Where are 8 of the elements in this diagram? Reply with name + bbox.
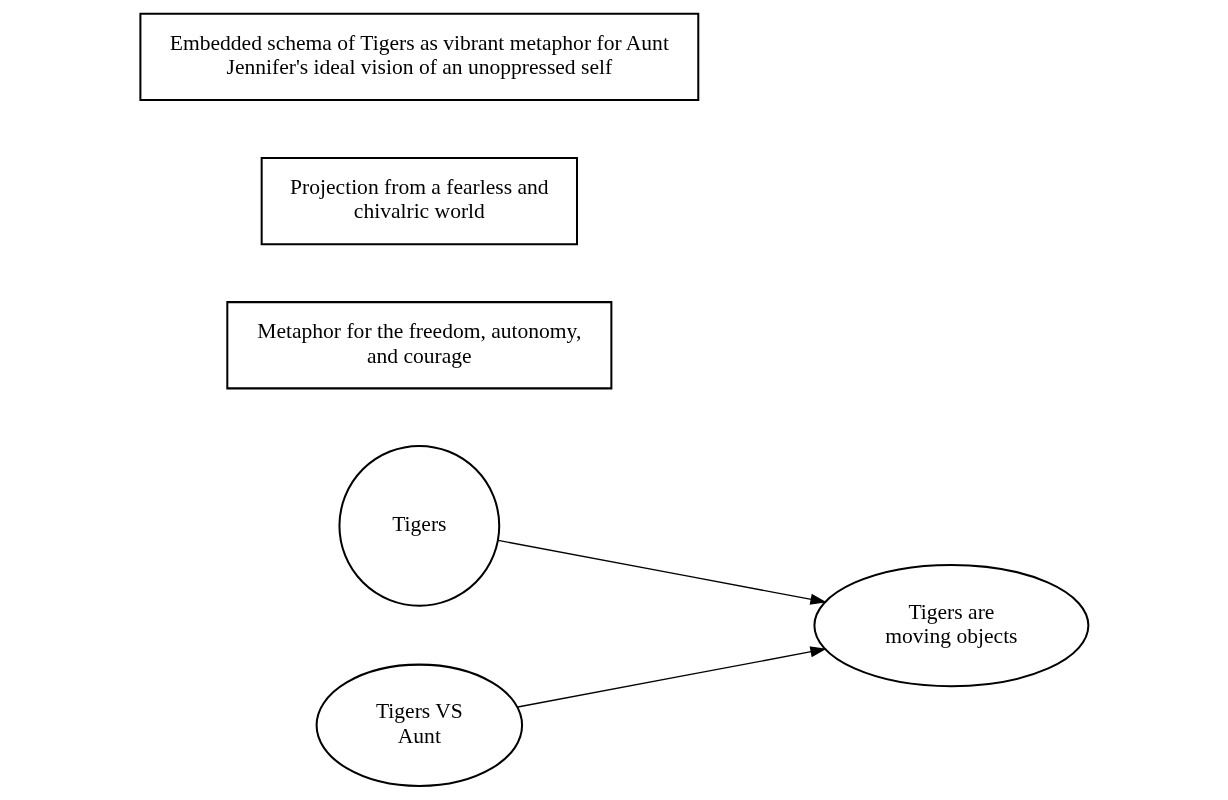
node-box: Embedded schema of Tigers as vibrant metaphor for Aunt Jennifer's ideal vision of an unoppressed self xyxy=(138,12,699,101)
arrow xyxy=(497,539,827,605)
arrow xyxy=(516,646,827,708)
node-box: Projection from a fearless and chivalric world xyxy=(260,156,578,246)
node-box: Metaphor for the freedom, autonomy, and courage xyxy=(225,301,612,390)
node-circle: Tigers xyxy=(337,444,500,607)
node-ellipse: Tigers are moving objects xyxy=(812,563,1089,688)
node-ellipse: Tigers VS Aunt xyxy=(315,663,523,787)
